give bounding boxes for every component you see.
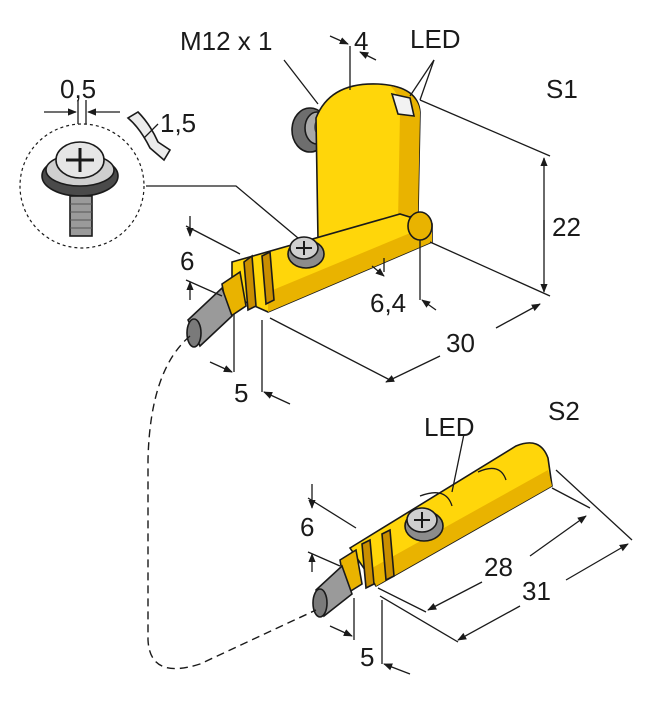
label-s2: S2 bbox=[548, 396, 580, 426]
cable-connection bbox=[147, 335, 317, 670]
label-dim-5-bottom: 5 bbox=[360, 642, 374, 672]
label-led-top: LED bbox=[410, 24, 461, 54]
dimension-lines-s1 bbox=[44, 35, 551, 405]
label-dim-30: 30 bbox=[446, 328, 475, 358]
allen-key-icon bbox=[126, 110, 172, 162]
label-dim-6-4: 6,4 bbox=[370, 288, 406, 318]
label-dim-22: 22 bbox=[552, 212, 581, 242]
sensor-s2 bbox=[312, 442, 553, 618]
label-m12: M12 x 1 bbox=[180, 26, 273, 56]
mounting-screw-s1 bbox=[287, 236, 325, 269]
label-dim-4: 4 bbox=[354, 26, 368, 56]
sensor-s2-body bbox=[348, 442, 553, 588]
sensor-s1-upright-housing bbox=[315, 83, 421, 253]
dimension-lines-s2 bbox=[307, 433, 633, 675]
label-dim-0-5: 0,5 bbox=[60, 74, 96, 104]
mounting-screw-s2 bbox=[404, 507, 444, 542]
label-dim-1-5: 1,5 bbox=[160, 108, 196, 138]
label-led-bottom: LED bbox=[424, 412, 475, 442]
label-dim-6-top: 6 bbox=[180, 246, 194, 276]
led-window-top bbox=[390, 92, 416, 117]
screw-detail-view bbox=[19, 123, 299, 249]
dimension-labels: M12 x 1 4 LED S1 0,5 1,5 22 6 6,4 30 5 S… bbox=[60, 24, 581, 672]
label-dim-6-bottom: 6 bbox=[300, 512, 314, 542]
label-dim-5-top: 5 bbox=[234, 378, 248, 408]
label-dim-28: 28 bbox=[484, 552, 513, 582]
label-dim-31: 31 bbox=[522, 576, 551, 606]
label-s1: S1 bbox=[546, 74, 578, 104]
sensor-s1 bbox=[186, 83, 433, 348]
